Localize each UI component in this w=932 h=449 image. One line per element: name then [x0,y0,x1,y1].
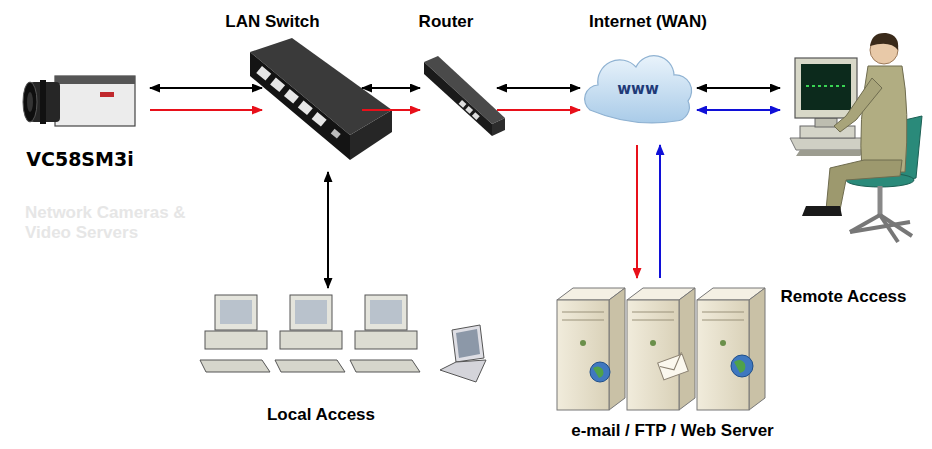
remote-access-node: Remote Access [780,30,928,280]
remote-user-illustration [790,33,922,242]
data-flow-arrow [150,109,262,111]
node-label: LAN Switch [200,12,345,32]
router-illustration [424,56,505,136]
data-flow-arrow [362,87,420,89]
data-flow-arrow [697,87,780,89]
server-node: e-mail / FTP / Web Server [552,278,767,418]
local-computers-illustration [200,295,486,382]
internet-cloud [585,56,692,123]
node-label: e-mail / FTP / Web Server [540,421,805,441]
node-label: Internet (WAN) [568,12,728,32]
camera-illustration [23,76,135,126]
data-flow-arrow [636,145,638,278]
node-label: Router [386,12,506,32]
servers-illustration [557,288,765,410]
node-label: Remote Access [766,287,921,307]
data-flow-arrow [150,87,262,89]
node-label: VC58SM3i [10,148,150,171]
data-flow-arrow [497,87,580,89]
data-flow-arrow [327,172,329,288]
node-label: Local Access [246,405,396,425]
data-flow-arrow [659,145,661,278]
switch-node: LAN Switch [262,40,362,172]
watermark-text: Network Cameras & Video Servers [25,203,215,244]
node-sublabel: www [598,80,678,98]
internet-node: Internet (WAN)www [580,40,697,145]
local-access-node: Local Access [195,288,490,393]
camera-node: VC58SM3i [20,65,150,175]
data-flow-arrow [497,109,580,111]
router-node: Router [420,50,497,140]
data-flow-arrow [362,109,420,111]
switch-illustration [250,38,392,160]
data-flow-arrow [697,109,780,111]
